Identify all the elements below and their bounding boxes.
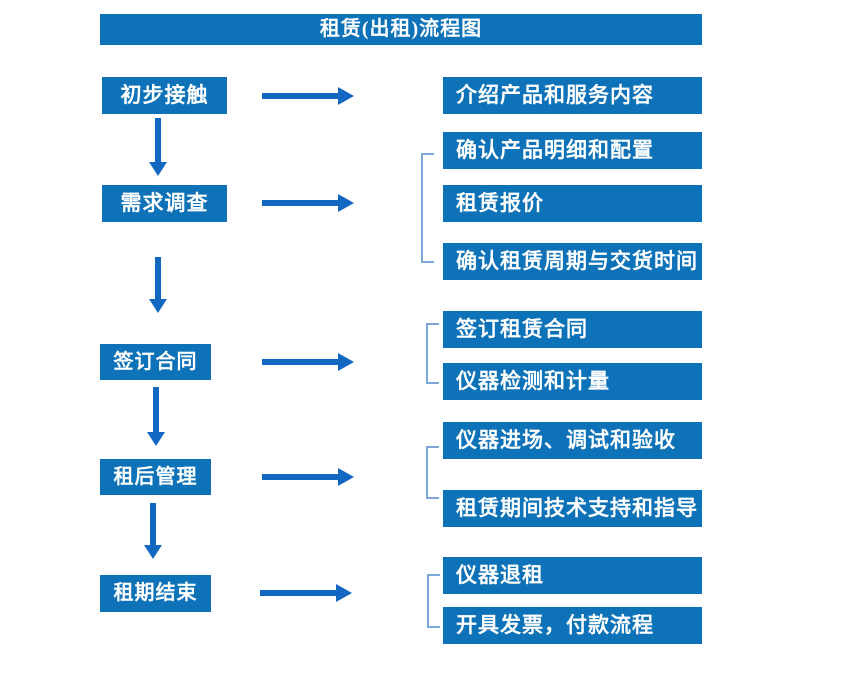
arrow-shaft	[155, 257, 161, 301]
arrow-head	[338, 353, 354, 371]
right-arrow-icon	[262, 87, 354, 105]
group-bracket-sign-contract	[426, 323, 439, 384]
arrow-head	[149, 299, 167, 313]
arrow-head	[338, 194, 354, 212]
right-arrow-icon	[260, 584, 352, 602]
arrow-head	[338, 87, 354, 105]
down-arrow-icon	[149, 118, 167, 176]
output-box-technical-support-guidance: 租赁期间技术支持和指导	[443, 490, 702, 527]
down-arrow-icon	[147, 387, 165, 446]
arrow-shaft	[153, 387, 159, 434]
arrow-shaft	[262, 359, 340, 365]
output-box-confirm-rental-period-delivery: 确认租赁周期与交货时间	[443, 243, 702, 280]
group-bracket-post-rental	[426, 446, 439, 499]
down-arrow-icon	[144, 503, 162, 559]
output-box-introduce-products-services: 介绍产品和服务内容	[443, 77, 702, 114]
output-box-instrument-inspection-calibration: 仪器检测和计量	[443, 363, 702, 400]
arrow-head	[144, 545, 162, 559]
stage-box-post-rental-management: 租后管理	[100, 459, 211, 495]
output-box-rental-quotation: 租赁报价	[443, 185, 702, 222]
arrow-shaft	[155, 118, 161, 164]
stage-box-initial-contact: 初步接触	[102, 77, 227, 114]
group-bracket-demand-survey	[421, 153, 434, 263]
stage-box-rental-end: 租期结束	[100, 575, 211, 612]
output-box-invoice-payment-process: 开具发票，付款流程	[443, 607, 702, 644]
right-arrow-icon	[262, 194, 354, 212]
output-box-sign-rental-contract: 签订租赁合同	[443, 311, 702, 348]
output-box-confirm-product-details: 确认产品明细和配置	[443, 132, 702, 169]
right-arrow-icon	[262, 353, 354, 371]
arrow-shaft	[262, 200, 340, 206]
arrow-shaft	[150, 503, 156, 547]
down-arrow-icon	[149, 257, 167, 313]
output-box-instrument-return: 仪器退租	[443, 557, 702, 594]
group-bracket-rental-end	[427, 574, 440, 628]
right-arrow-icon	[262, 468, 354, 486]
stage-box-demand-survey: 需求调查	[102, 185, 227, 222]
flowchart-title: 租赁(出租)流程图	[100, 14, 702, 45]
arrow-shaft	[262, 93, 340, 99]
arrow-shaft	[262, 474, 340, 480]
arrow-head	[147, 432, 165, 446]
arrow-shaft	[260, 590, 338, 596]
arrow-head	[149, 162, 167, 176]
arrow-head	[338, 468, 354, 486]
output-box-instrument-setup-acceptance: 仪器进场、调试和验收	[443, 422, 702, 459]
stage-box-sign-contract: 签订合同	[100, 344, 211, 380]
arrow-head	[336, 584, 352, 602]
